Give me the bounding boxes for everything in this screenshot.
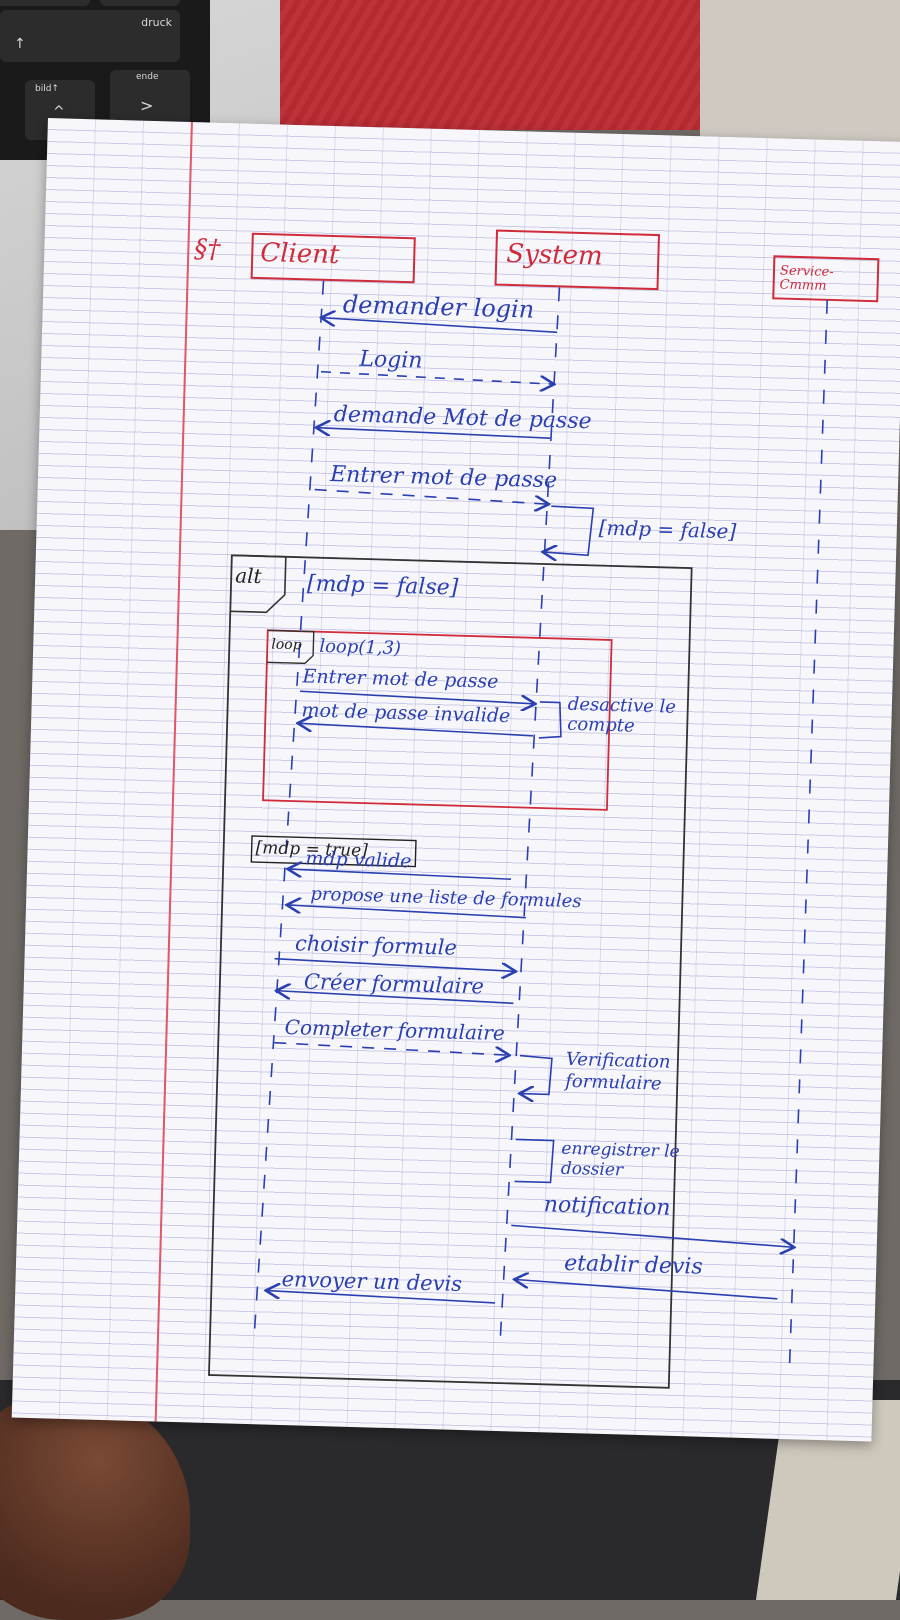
alt-guard-mdp-false: [mdp = false] <box>306 571 459 601</box>
msg-enregistrer-dossier: enregistrer le dossier <box>560 1138 680 1181</box>
arrow-creer-formulaire <box>278 991 514 1005</box>
guard-mdp-true-box <box>250 835 417 868</box>
self-call-mdp-check <box>544 505 595 555</box>
key-label-bild: bild↑ <box>35 84 59 94</box>
lifeline-system-label: System <box>505 238 604 272</box>
msg-envoyer-devis: envoyer un devis <box>281 1266 463 1297</box>
arrow-envoyer-devis <box>267 1291 496 1304</box>
actor-icon: §† <box>193 234 221 265</box>
arrow-completer-formulaire <box>274 1041 508 1056</box>
client-lifeline-box <box>250 232 416 284</box>
keyboard-key <box>100 0 180 6</box>
alt-fragment-frame <box>208 554 693 1389</box>
arrow-propose-liste <box>288 905 526 919</box>
keyboard-key-druck: druck ↑ <box>0 10 180 62</box>
arrow-demande-mot-de-passe <box>317 428 551 439</box>
lifeline-client-label: Client <box>259 237 340 271</box>
service-lifeline <box>788 299 829 1380</box>
up-arrow-icon: ↑ <box>14 36 26 52</box>
sequence-diagram <box>208 229 880 1389</box>
loop-fragment-label: loop <box>271 636 302 654</box>
alt-fragment-tab <box>230 554 287 614</box>
arrow-entrer-mot-de-passe <box>314 488 548 505</box>
msg-login: Login <box>359 346 423 374</box>
chevron-right-icon: > <box>140 96 154 115</box>
system-lifeline-box <box>494 229 660 291</box>
msg-choisir-formule: choisir formule <box>294 931 458 960</box>
grey-cloth <box>700 0 900 160</box>
arrow-etablir-devis <box>515 1280 778 1300</box>
arrow-login <box>320 370 553 384</box>
msg-creer-formulaire: Créer formulaire <box>303 969 485 999</box>
keyboard-key <box>0 0 90 6</box>
arrow-loop-entrer-mdp <box>300 690 534 704</box>
arrow-loop-mdp-invalide <box>299 723 533 737</box>
alt-fragment-label: alt <box>234 563 262 589</box>
notebook-page: §† Client System Service-Cmmm demander l… <box>11 118 900 1442</box>
lifeline-service-label: Service-Cmmm <box>779 263 834 294</box>
key-label-ende: ende <box>136 72 159 82</box>
loop-condition: loop(1,3) <box>319 635 402 660</box>
system-lifeline <box>499 287 561 1347</box>
client-lifeline <box>253 280 325 1340</box>
loop-fragment-frame <box>262 629 613 811</box>
service-lifeline-box <box>772 255 880 303</box>
bracket-desactive <box>538 701 562 739</box>
msg-notification: notification <box>543 1192 671 1221</box>
key-label-druck: druck <box>141 16 172 29</box>
msg-mdp-valide: mdp valide <box>305 847 412 873</box>
self-call-enregistrer <box>514 1138 555 1184</box>
caret-icon: ^ <box>53 104 65 120</box>
msg-demander-login: demander login <box>342 290 535 324</box>
loop-fragment-tab <box>266 629 315 665</box>
arrow-mdp-valide <box>289 869 511 881</box>
arrow-demander-login <box>322 318 558 334</box>
arrow-notification <box>511 1224 793 1247</box>
guard-self-mdp-false: [mdp = false] <box>598 515 737 544</box>
loop-note-desactive: desactive le compte <box>566 693 677 737</box>
msg-etablir-devis: etablir devis <box>563 1250 704 1280</box>
self-call-verification <box>519 1054 553 1095</box>
msg-verification-formulaire: Verification formulaire <box>565 1048 671 1095</box>
arrow-choisir-formule <box>274 957 514 972</box>
